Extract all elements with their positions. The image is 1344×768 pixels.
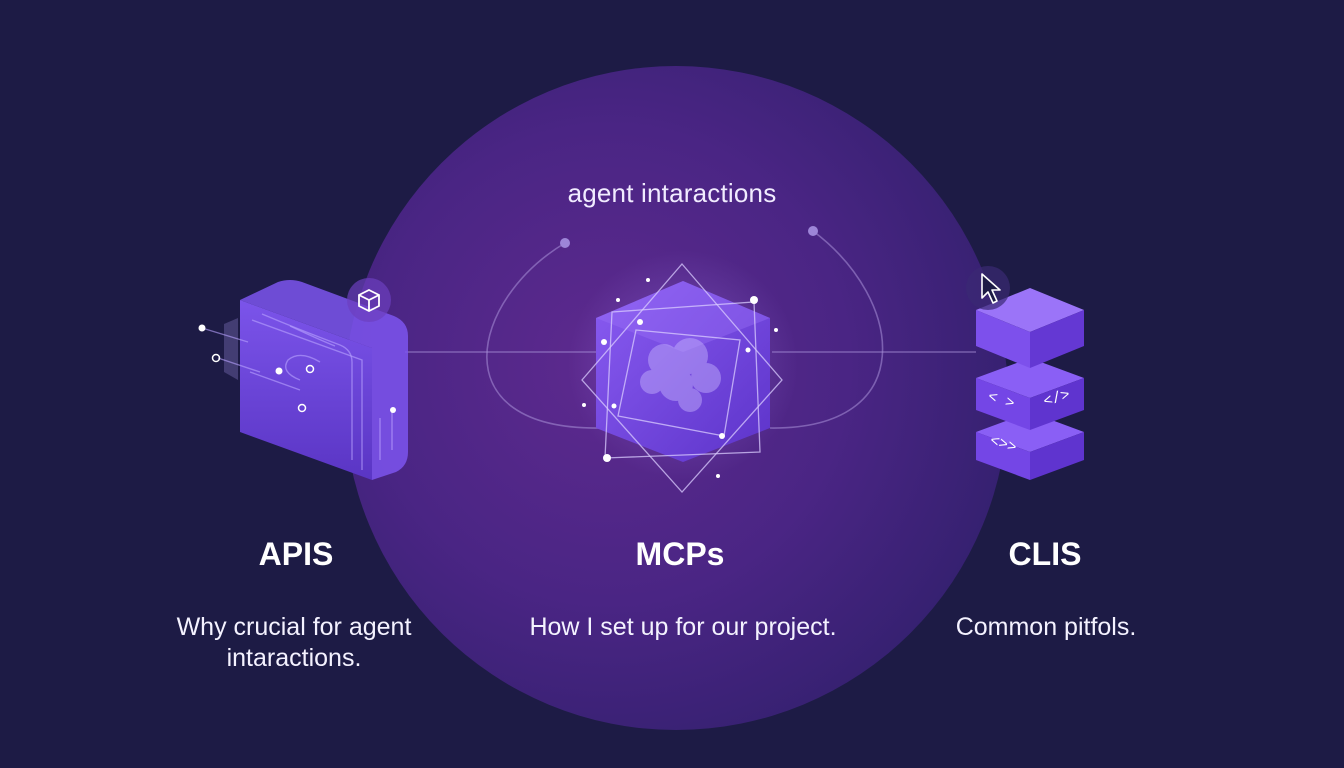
column-description-mcps: How I set up for our project. xyxy=(529,613,837,641)
box-badge-icon xyxy=(347,278,391,322)
connector-lines xyxy=(405,230,976,429)
brain-hexagon-icon xyxy=(568,250,798,493)
stacked-code-blocks-icon xyxy=(976,288,1084,480)
column-title-apis: APIS xyxy=(258,536,334,572)
column-description-apis: Why crucial for agent intaractions. xyxy=(176,613,412,672)
diagram-caption: agent intaractions xyxy=(567,178,777,208)
column-title-mcps: MCPs xyxy=(635,536,725,572)
column-description-clis: Common pitfols. xyxy=(955,613,1137,641)
column-title-clis: CLIS xyxy=(1008,536,1082,572)
connector-node xyxy=(560,238,570,248)
api-slab-icon xyxy=(198,280,408,480)
connector-node xyxy=(808,226,818,236)
cursor-icon xyxy=(966,266,1010,310)
